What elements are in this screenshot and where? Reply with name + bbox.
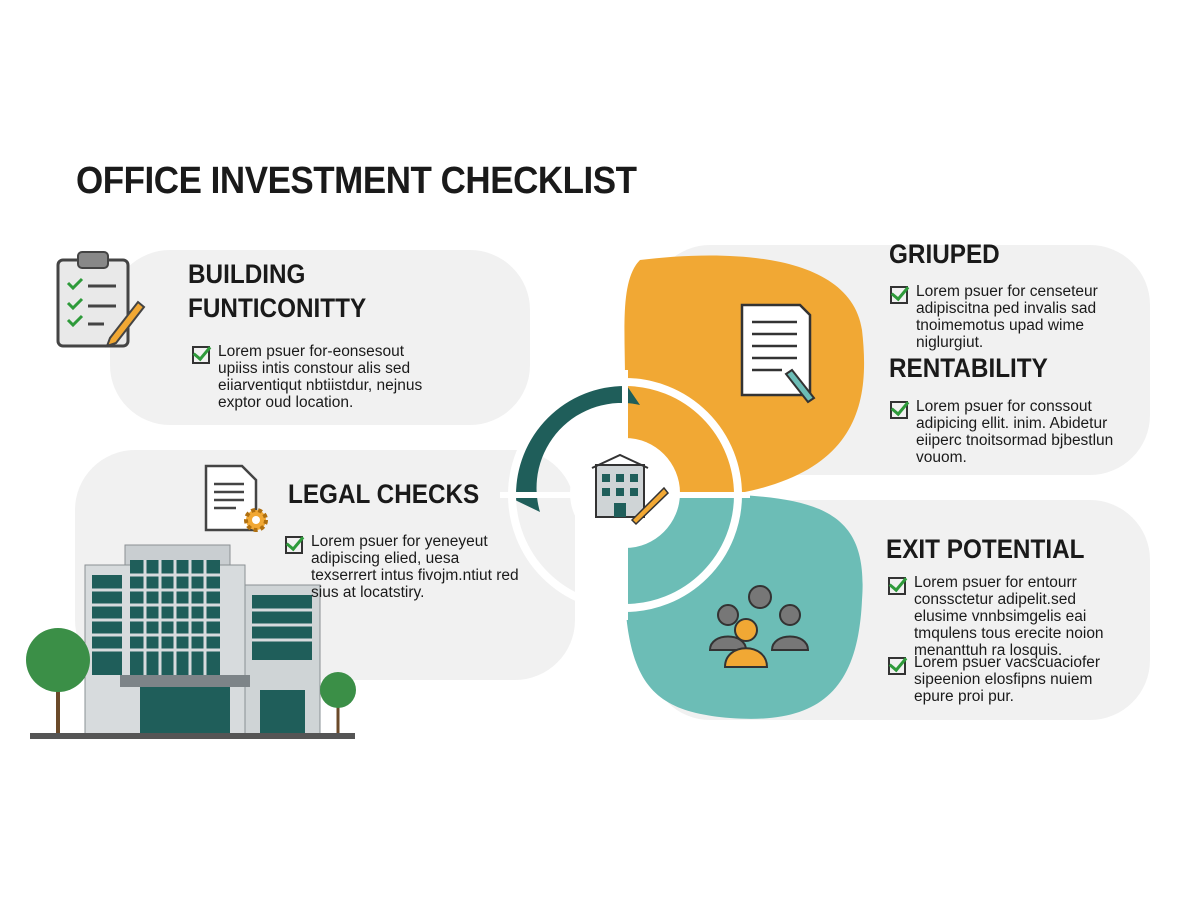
griuped-check-item: Lorem psuer for censeteur adipiscitna pe…: [890, 283, 1146, 351]
checkbox-checked-icon: [192, 346, 210, 364]
document-gear-icon: [204, 464, 268, 532]
legal-heading: LEGAL CHECKS: [288, 479, 480, 509]
building-check-item: Lorem psuer for-eonsesout upiiss intis c…: [192, 343, 448, 411]
document-pen-icon: [740, 303, 816, 404]
building-heading-2: FUNTICONITTY: [188, 293, 367, 323]
rentability-heading: RENTABILITY: [889, 353, 1048, 383]
legal-check-item: Lorem psuer for yeneyeut adipiscing elie…: [285, 533, 521, 601]
exit-check-item-1: Lorem psuer for entourr conssctetur adip…: [888, 574, 1124, 659]
rentability-check-item: Lorem psuer for conssout adipicing ellit…: [890, 398, 1146, 466]
teal-segment: [625, 495, 863, 719]
clipboard-icon: [56, 251, 146, 348]
exit-potential-heading: EXIT POTENTIAL: [886, 534, 1085, 564]
building-card: [110, 250, 530, 425]
page-title: OFFICE INVESTMENT CHECKLIST: [76, 160, 637, 202]
building-heading-1: BUILDING: [188, 259, 306, 289]
building-center-icon: [591, 453, 670, 526]
checkbox-checked-icon: [285, 536, 303, 554]
center-diagram: [500, 255, 865, 719]
checkbox-checked-icon: [890, 401, 908, 419]
checkbox-checked-icon: [888, 577, 906, 595]
checkbox-checked-icon: [888, 657, 906, 675]
griuped-heading: GRIUPED: [889, 239, 1000, 269]
people-group-icon: [708, 585, 810, 668]
checkbox-checked-icon: [890, 286, 908, 304]
office-building-illustration: [26, 544, 356, 739]
exit-check-item-2: Lorem psuer vacscuaciofer sipeenion elos…: [888, 654, 1124, 705]
